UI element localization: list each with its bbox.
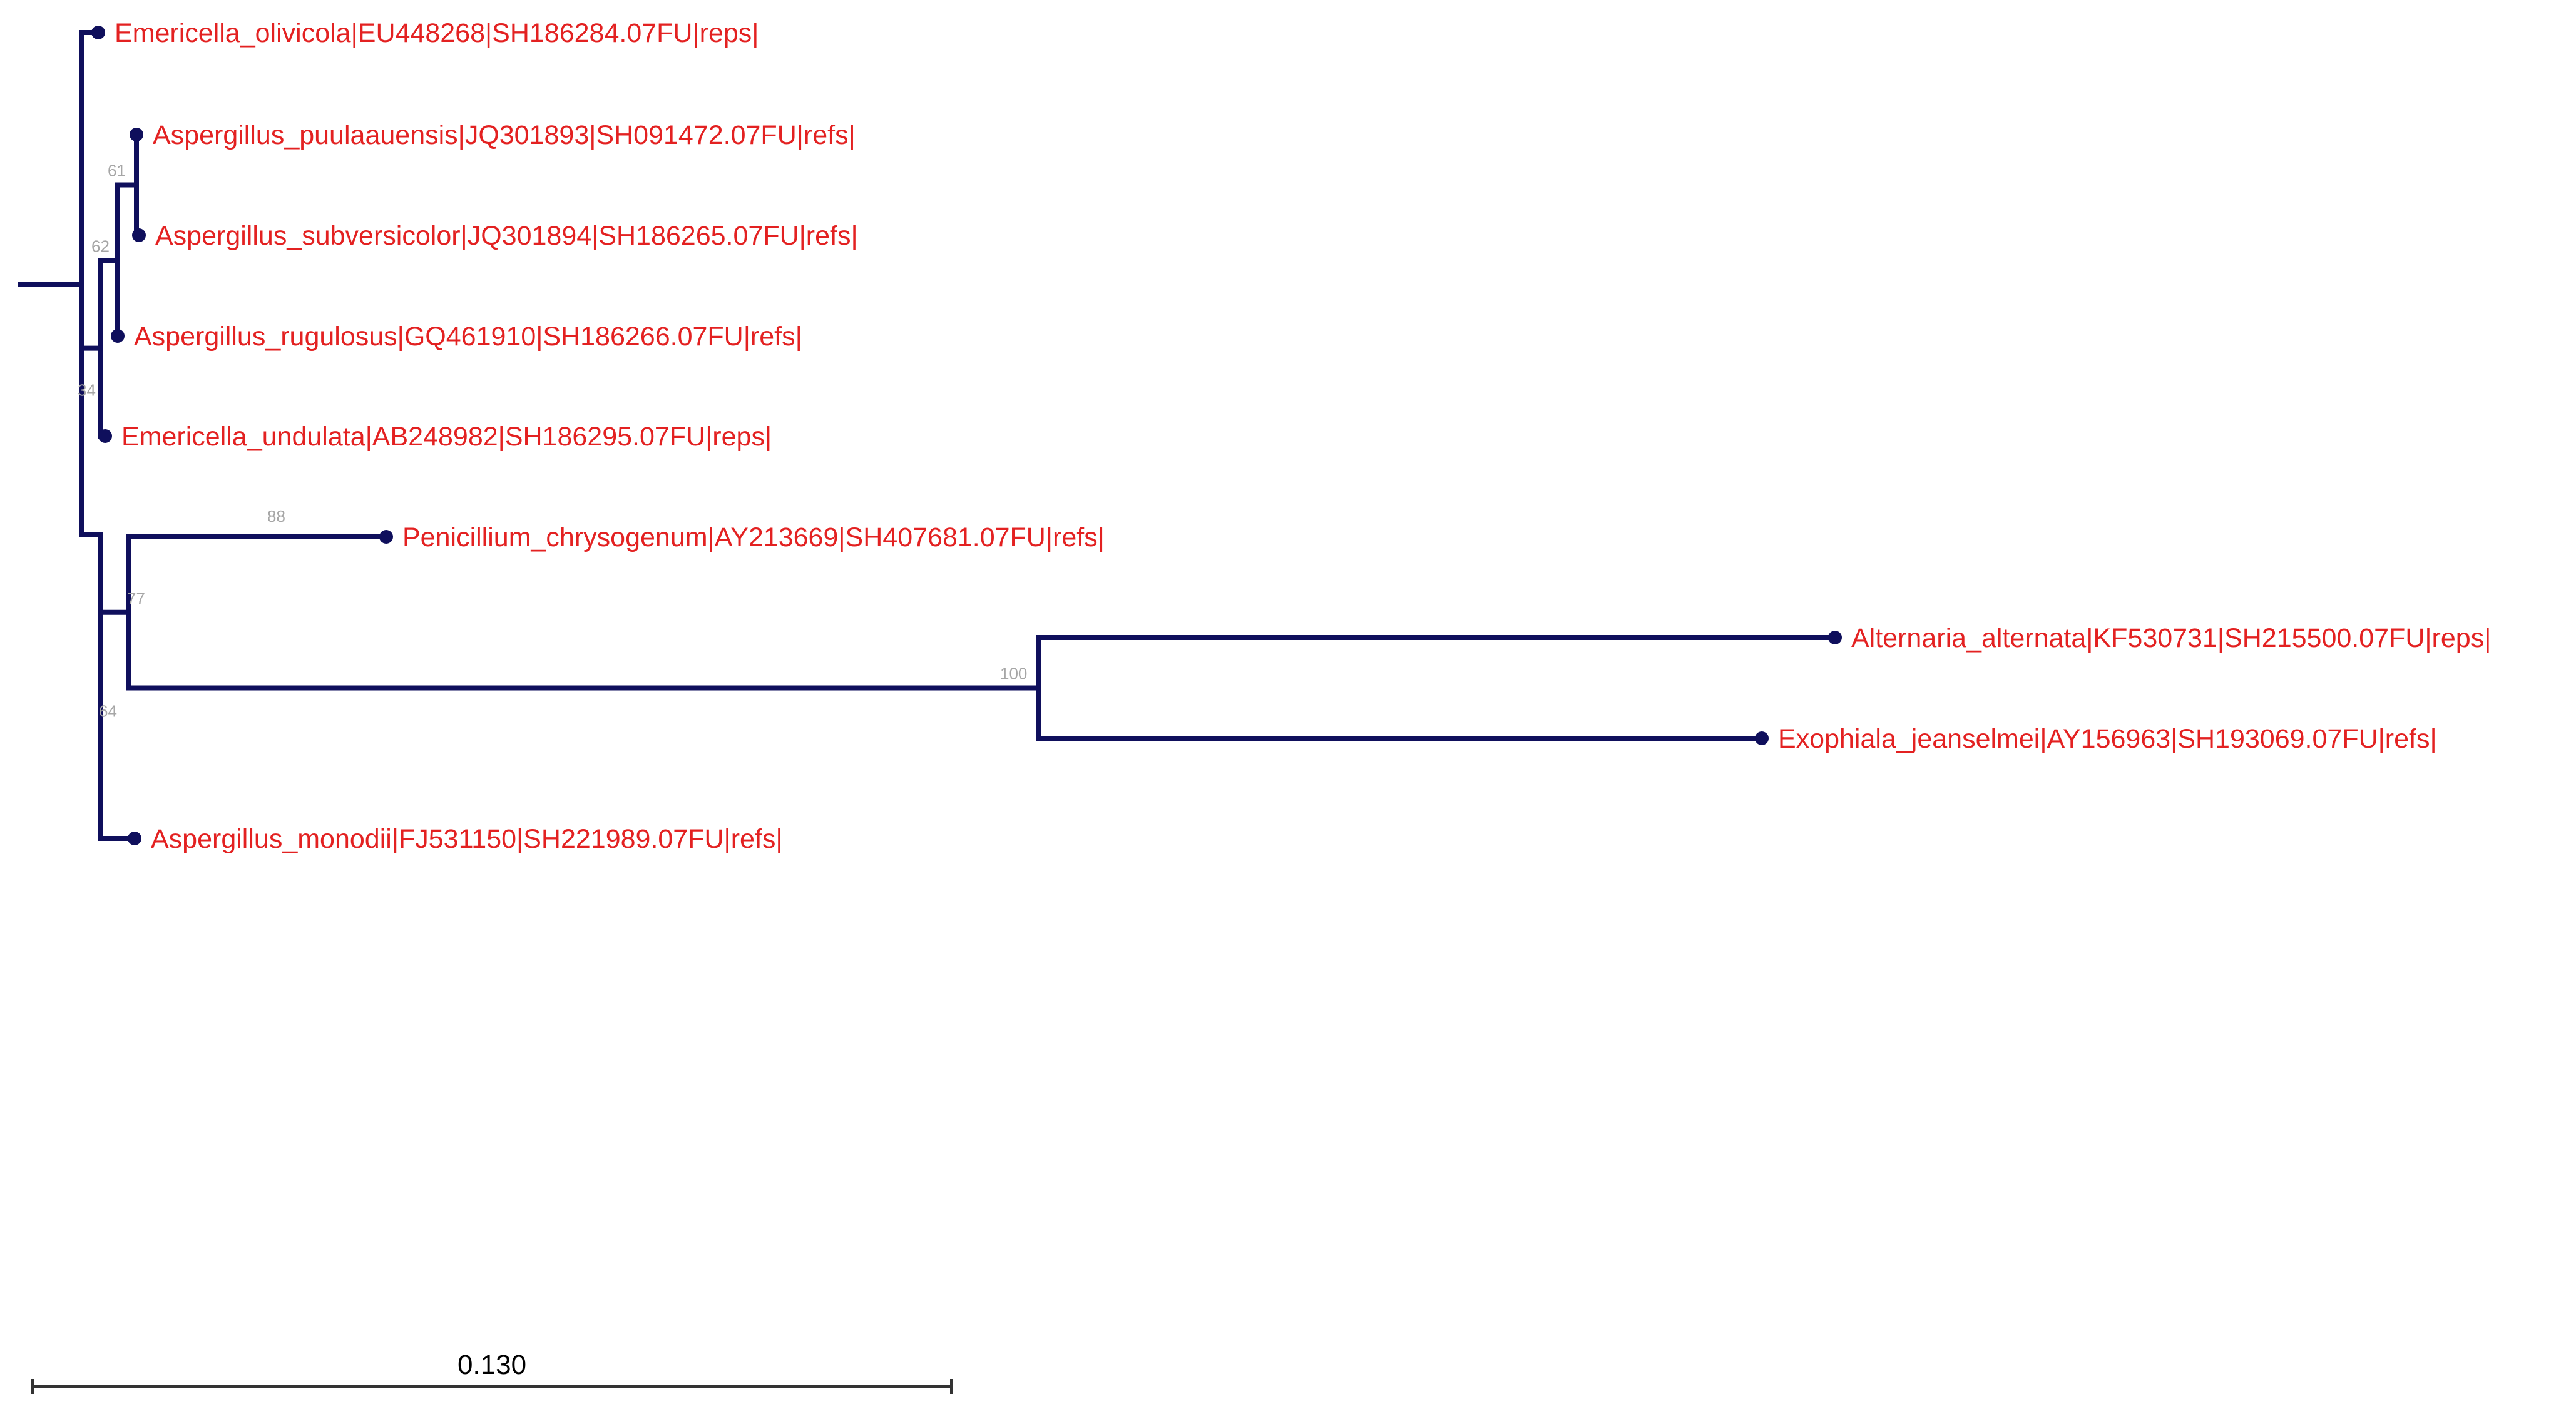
leaf-tip-0-1-1	[98, 429, 112, 443]
leaf-tip-0-0	[91, 26, 105, 39]
leaf-label-0-1-1[interactable]: Emericella_undulata|AB248982|SH186295.07…	[121, 422, 772, 452]
leaf-tip-1-1	[128, 832, 141, 845]
leaf-label-1-0-1-0[interactable]: Alternaria_alternata|KF530731|SH215500.0…	[1851, 623, 2491, 653]
bootstrap-values: 61 62 34 88 100 77 64	[78, 161, 1027, 721]
tree-branches	[18, 30, 1837, 841]
leaf-tip-0-1-0-0-1	[132, 228, 146, 242]
leaf-label-0-0[interactable]: Emericella_olivicola|EU448268|SH186284.0…	[115, 18, 759, 48]
bootstrap-value-0-1: 34	[78, 381, 96, 400]
leaf-labels: Emericella_olivicola|EU448268|SH186284.0…	[115, 18, 2491, 854]
leaf-label-1-0-1-1[interactable]: Exophiala_jeanselmei|AY156963|SH193069.0…	[1778, 724, 2437, 754]
leaf-label-1-0-0[interactable]: Penicillium_chrysogenum|AY213669|SH40768…	[402, 522, 1105, 552]
leaf-tip-1-0-1-1	[1755, 731, 1769, 745]
leaf-label-0-1-0-0-0[interactable]: Aspergillus_puulaauensis|JQ301893|SH0914…	[153, 120, 856, 150]
leaf-label-1-1[interactable]: Aspergillus_monodii|FJ531150|SH221989.07…	[151, 824, 783, 854]
bootstrap-value-1-0-0: 88	[267, 507, 285, 526]
bootstrap-value-1-0-1: 100	[1000, 664, 1027, 683]
bootstrap-value-1-0: 77	[127, 589, 145, 608]
bootstrap-value-0-1-0: 62	[91, 236, 110, 255]
leaf-label-0-1-0-0-1[interactable]: Aspergillus_subversicolor|JQ301894|SH186…	[155, 221, 858, 251]
scale-bar-label: 0.130	[457, 1350, 526, 1380]
bootstrap-value-0-1-0-0: 61	[108, 161, 126, 180]
leaf-tip-0-1-0-0-0	[130, 128, 143, 141]
scale-bar: 0.130	[31, 1350, 953, 1394]
leaf-tips	[91, 26, 1842, 845]
leaf-tip-1-0-0	[379, 530, 393, 544]
leaf-tip-0-1-0-1	[111, 329, 125, 343]
leaf-tip-1-0-1-0	[1828, 631, 1842, 644]
leaf-label-0-1-0-1[interactable]: Aspergillus_rugulosus|GQ461910|SH186266.…	[134, 322, 802, 352]
bootstrap-value-1: 64	[99, 701, 117, 720]
